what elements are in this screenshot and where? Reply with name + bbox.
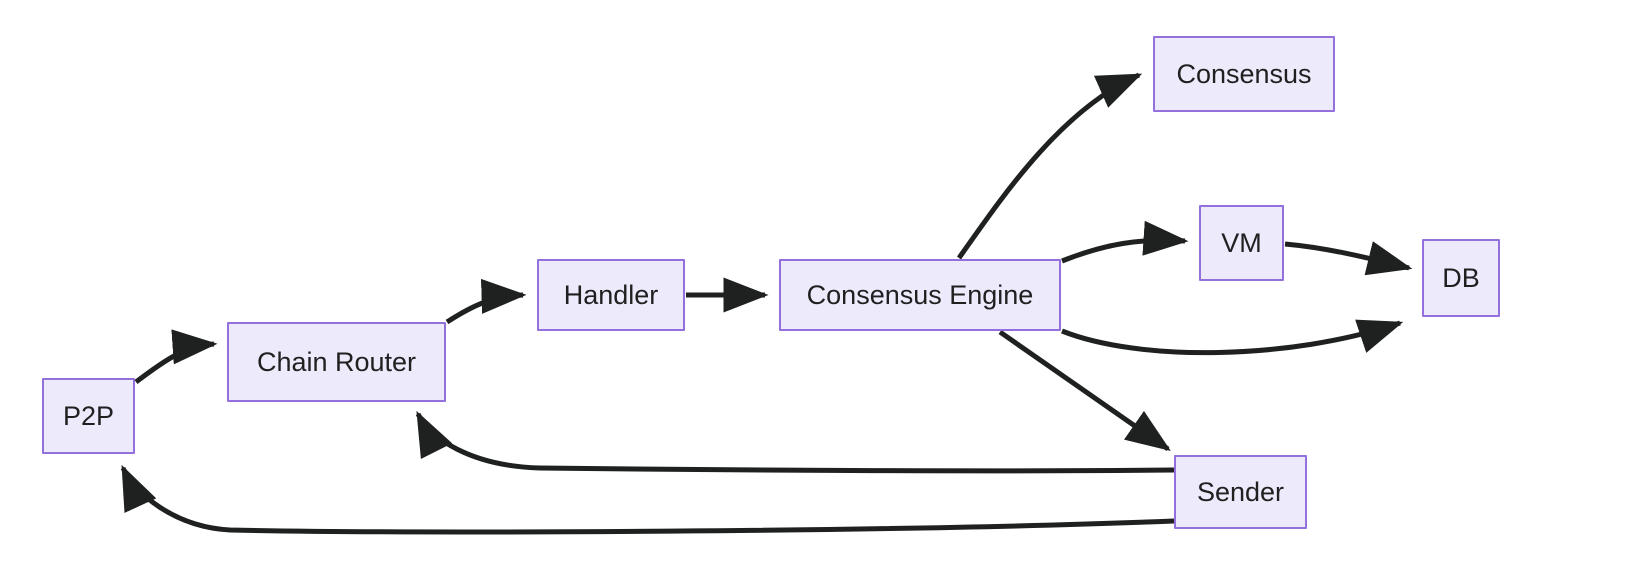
node-label-consensus: Consensus [1176,58,1312,89]
node-db[interactable]: DB [1422,239,1500,317]
node-sender[interactable]: Sender [1174,455,1307,529]
node-label-vm: VM [1221,227,1262,258]
edge-consensus-engine-to-consensus [956,72,1143,260]
edge-sender-to-p2p [120,464,1175,535]
edge-p2p-to-chain-router [134,329,218,384]
node-label-handler: Handler [563,279,659,310]
node-label-consensus-engine: Consensus Engine [806,279,1034,310]
edge-vm-to-db [1284,241,1413,276]
node-label-sender: Sender [1196,476,1285,507]
node-consensus[interactable]: Consensus [1153,36,1335,112]
node-vm[interactable]: VM [1199,205,1284,281]
node-label-db: DB [1442,262,1480,293]
node-p2p[interactable]: P2P [42,378,135,454]
node-chain-router[interactable]: Chain Router [227,322,446,402]
node-handler[interactable]: Handler [537,259,685,331]
node-label-p2p: P2P [62,400,115,431]
node-label-chain-router: Chain Router [256,346,417,377]
edge-consensus-engine-to-vm [1061,220,1189,264]
edge-sender-to-chain-router [415,410,1175,474]
edge-consensus-engine-to-db [1061,319,1404,356]
edge-chain-router-to-handler [445,278,527,325]
edge-consensus-engine-to-sender [998,329,1171,452]
node-consensus-engine[interactable]: Consensus Engine [779,259,1061,331]
